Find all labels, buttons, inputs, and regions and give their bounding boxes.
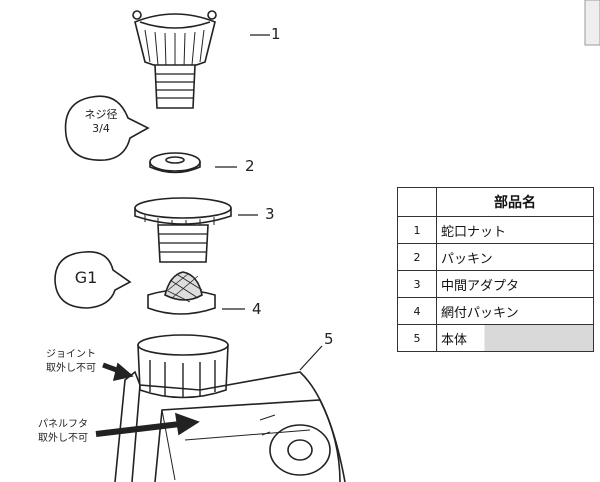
part-number: 5 (397, 324, 437, 352)
table-header-empty (397, 187, 437, 217)
joint-note-line2: 取外し不可 (46, 363, 96, 374)
callout-4: 4 (252, 300, 262, 318)
callout-3: 3 (265, 205, 275, 223)
part-number: 2 (397, 243, 437, 271)
part-name: 蛇口ナット (436, 216, 594, 244)
thread-note-line1: ネジ径 (84, 108, 118, 121)
part-name: 中間アダプタ (436, 270, 594, 298)
thread-size-note: ネジ径 3/4 (76, 108, 126, 136)
part-name: 本体 (436, 324, 594, 352)
panel-note-line1: パネルフタ (38, 419, 88, 430)
g1-bubble (54, 251, 132, 309)
scan-edge-mark (584, 0, 600, 46)
joint-note-line1: ジョイント (46, 349, 96, 360)
main-body-part (114, 334, 346, 482)
part-number: 4 (397, 297, 437, 325)
joint-note: ジョイント 取外し不可 (40, 348, 102, 376)
part-number: 3 (397, 270, 437, 298)
table-header-part-name: 部品名 (436, 187, 594, 217)
panel-note-line2: 取外し不可 (38, 433, 88, 444)
callout-1: 1 (271, 25, 281, 43)
faucet-nut-part (132, 10, 217, 109)
panel-arrow (95, 421, 181, 437)
part-number: 1 (397, 216, 437, 244)
thread-size-bubble (64, 95, 150, 161)
callout-5: 5 (324, 330, 334, 348)
mesh-packing-part (147, 271, 216, 315)
panel-note: パネルフタ 取外し不可 (32, 418, 94, 446)
callout-2: 2 (245, 157, 255, 175)
middle-adapter-part (134, 197, 232, 263)
g1-note: G1 (74, 268, 98, 287)
part-name: パッキン (436, 243, 594, 271)
thread-note-line2: 3/4 (92, 122, 110, 135)
part-name: 網付パッキン (436, 297, 594, 325)
packing-part (149, 152, 201, 172)
